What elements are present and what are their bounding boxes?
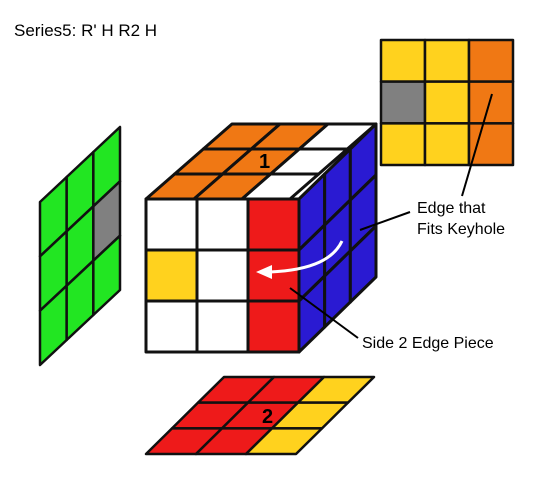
cube-front-sticker-0-0 xyxy=(144,197,199,252)
top-right-panel-sticker-2-2 xyxy=(467,122,515,167)
top-right-panel-sticker-1-2 xyxy=(467,80,515,125)
bottom-face-number: 2 xyxy=(262,406,273,428)
bottom-face-panel xyxy=(144,375,376,456)
cube-right-face xyxy=(297,122,378,354)
cube-front-sticker-2-0 xyxy=(144,299,199,354)
cube-top-face xyxy=(144,122,378,201)
cube-front-face xyxy=(144,197,301,354)
series-title: Series5: R' H R2 H xyxy=(14,21,157,40)
top-right-panel-sticker-0-2 xyxy=(467,38,515,83)
top-face-number: 1 xyxy=(259,151,270,173)
cube-front-sticker-1-2 xyxy=(246,248,301,303)
top-right-panel-sticker-0-0 xyxy=(379,38,427,83)
callout-leaders xyxy=(289,93,493,339)
callout-side2: Side 2 Edge Piece xyxy=(362,335,494,352)
top-right-panel-sticker-1-1 xyxy=(423,80,471,125)
top-right-panel-sticker-0-1 xyxy=(423,38,471,83)
top-right-panel-sticker-2-0 xyxy=(379,122,427,167)
callout-keyhole-line1: Edge that xyxy=(417,200,486,217)
cube-right-sticker-2-2 xyxy=(348,224,378,304)
cube-front-sticker-1-1 xyxy=(195,248,250,303)
top-right-panel-sticker-2-1 xyxy=(423,122,471,167)
bottom-panel-sticker-2-2 xyxy=(244,427,324,456)
top-right-panel-sticker-1-0 xyxy=(379,80,427,125)
cube-front-sticker-0-1 xyxy=(195,197,250,252)
callout-keyhole-line2: Fits Keyhole xyxy=(417,221,505,238)
cube-front-sticker-2-1 xyxy=(195,299,250,354)
cube-front-sticker-1-0 xyxy=(144,248,199,303)
top-right-face-panel xyxy=(379,38,515,167)
cube-front-sticker-0-2 xyxy=(246,197,301,252)
left-panel-sticker-2-2 xyxy=(92,234,122,317)
cube-front-sticker-2-2 xyxy=(246,299,301,354)
white-arrow xyxy=(256,240,344,279)
left-face-panel xyxy=(38,125,122,367)
